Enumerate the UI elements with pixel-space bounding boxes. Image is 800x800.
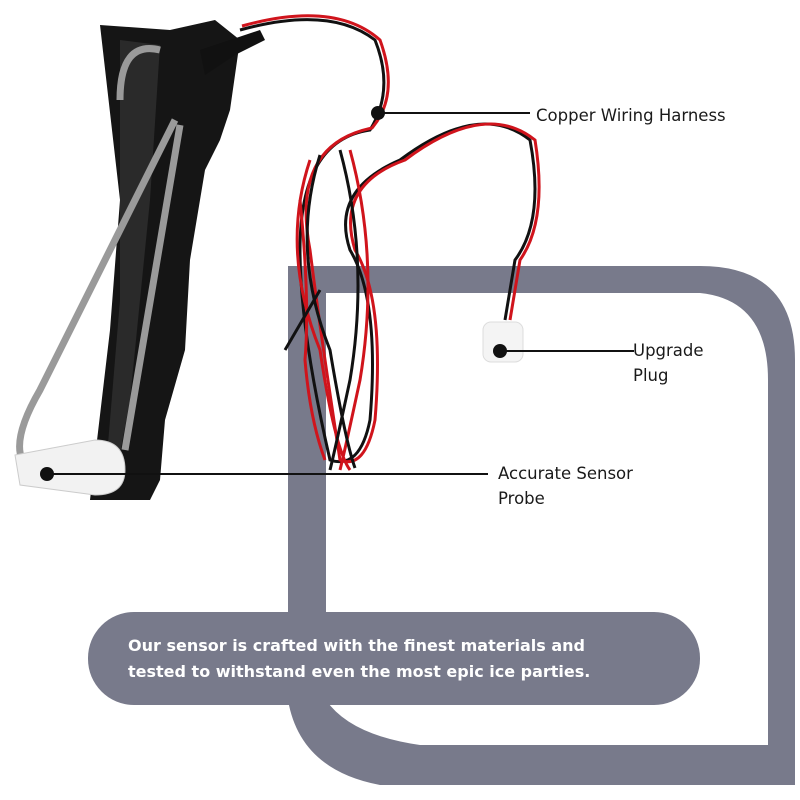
callout-harness-line: Copper Wiring Harness [536,106,726,125]
banner-line-1: Our sensor is crafted with the finest ma… [128,636,585,655]
probe-wire [16,45,184,473]
callout-probe-line-2: Probe [498,489,545,508]
banner-text: Our sensor is crafted with the finest ma… [128,633,648,685]
probe-marker [40,467,54,481]
callout-probe-line-1: Accurate Sensor [498,464,633,483]
callout-plug: Upgrade Plug [633,338,704,388]
banner-line-2: tested to withstand even the most epic i… [128,662,591,681]
plug-marker [493,344,507,358]
harness-marker [371,106,385,120]
connector [200,30,265,75]
callout-probe: Accurate Sensor Probe [498,461,633,511]
callout-plug-line-1: Upgrade [633,341,704,360]
callout-plug-line-2: Plug [633,366,669,385]
probe-tip [14,439,126,496]
banner-pill [88,612,700,705]
callout-harness: Copper Wiring Harness [536,103,726,128]
